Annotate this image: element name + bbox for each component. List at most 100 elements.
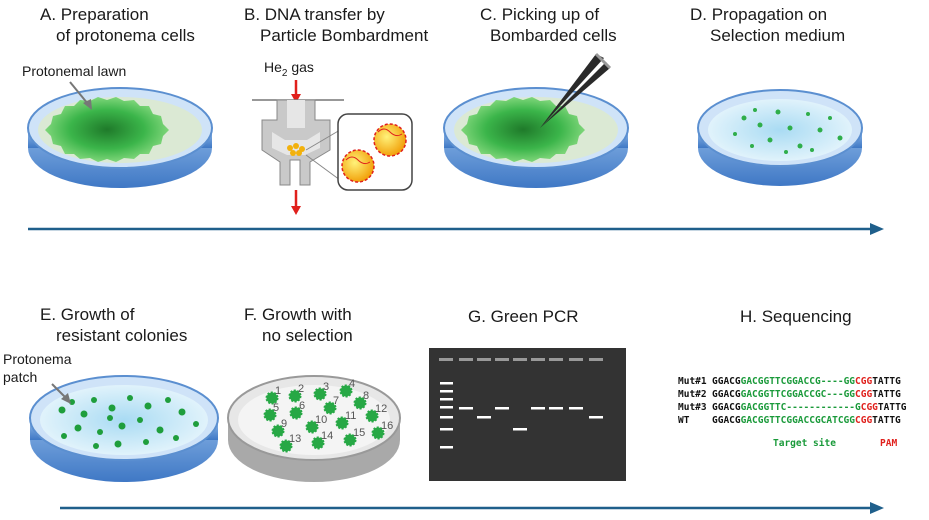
ladder-band <box>440 382 453 385</box>
ladder-band <box>440 390 453 393</box>
bombarded-lawn <box>461 97 585 162</box>
gel-well <box>513 358 527 361</box>
sequence-alignment: Mut#1 GGACGGACGGTTCGGACCG----GGCGGTATTG Mu… <box>678 376 907 426</box>
sequence-text: GGACGGACGGTTCGGACCGCATCGGCGGTATTG <box>712 415 901 426</box>
colony-number-8: 8 <box>363 390 369 402</box>
sequence-text: GGACGGACGGTTCGGACCG----GGCGGTATTG <box>712 376 901 387</box>
colony-5 <box>263 408 277 422</box>
colony-number-6: 6 <box>299 400 305 412</box>
gel-well <box>439 358 453 361</box>
step-g-title: G. Green PCR <box>468 307 579 326</box>
colony-number-16: 16 <box>381 420 393 432</box>
pointer-arrow-lawn <box>69 81 92 110</box>
gel-well <box>477 358 491 361</box>
colony-number-10: 10 <box>315 414 327 426</box>
colony-9 <box>271 424 285 438</box>
step-b-title-line2: Particle Bombardment <box>260 26 428 45</box>
colony-6 <box>289 406 303 420</box>
ladder-band <box>440 416 453 419</box>
colony-number-1: 1 <box>275 385 281 397</box>
pcr-band <box>459 407 473 410</box>
step-f-title-line2: no selection <box>262 326 353 345</box>
step-a-title-line2: of protonema cells <box>56 26 195 45</box>
timeline-arrow-bottom <box>60 502 884 514</box>
gold-particles <box>287 143 305 156</box>
colony-3 <box>313 387 327 401</box>
petri-dish-c <box>443 87 629 188</box>
step-d-title-line2: Selection medium <box>710 26 845 45</box>
pcr-band <box>495 407 509 410</box>
step-e-title-line1: E. Growth of <box>40 305 135 324</box>
colony-number-3: 3 <box>323 381 329 393</box>
ladder-band <box>440 428 453 431</box>
pam-label: PAM <box>880 438 897 449</box>
gel-well <box>459 358 473 361</box>
colony-16 <box>371 426 385 440</box>
colony-1 <box>265 391 279 405</box>
colony-15 <box>343 433 357 447</box>
ladder-band <box>440 446 453 449</box>
colony-11 <box>335 416 349 430</box>
timeline-arrow-top <box>28 223 884 235</box>
ladder-band <box>440 406 453 409</box>
colony-number-11: 11 <box>345 410 356 422</box>
colony-number-2: 2 <box>298 383 304 395</box>
gas-label: He2 gas <box>264 59 314 79</box>
cell-dots-d <box>733 108 843 154</box>
ladder-band <box>440 398 453 401</box>
colony-number-7: 7 <box>333 395 339 407</box>
colony-14 <box>311 436 325 450</box>
protonemal-lawn <box>45 97 169 162</box>
protonema-patch-label-line1: Protonema <box>3 351 72 367</box>
pcr-band <box>569 407 583 410</box>
colony-number-9: 9 <box>281 418 287 430</box>
pcr-band <box>549 407 563 410</box>
pcr-band <box>513 428 527 431</box>
colony-number-4: 4 <box>349 378 355 390</box>
forceps-icon <box>540 52 612 128</box>
step-f-title-line1: F. Growth with <box>244 305 352 324</box>
step-c-title-line2: Bombarded cells <box>490 26 617 45</box>
step-a-title-line1: A. Preparation <box>40 5 149 24</box>
colony-number-12: 12 <box>375 403 387 415</box>
colony-number-15: 15 <box>353 427 365 439</box>
gel-well <box>531 358 545 361</box>
pointer-arrow-patch <box>51 383 71 404</box>
gel-well <box>495 358 509 361</box>
colony-number-5: 5 <box>273 402 279 414</box>
resistant-colonies <box>58 395 199 449</box>
gel-well <box>589 358 603 361</box>
colony-7 <box>323 401 337 415</box>
colony-8 <box>353 396 367 410</box>
protonema-patch-label-line2: patch <box>3 369 37 385</box>
colony-12 <box>365 409 379 423</box>
colony-number-13: 13 <box>289 433 301 445</box>
pcr-band <box>531 407 545 410</box>
colony-number-14: 14 <box>321 430 333 442</box>
sequence-label: Mut#1 <box>678 376 707 387</box>
step-c-title-line1: C. Picking up of <box>480 5 599 24</box>
petri-dish-a <box>27 87 213 188</box>
sequence-label: Mut#2 <box>678 389 707 400</box>
colony-4 <box>339 384 353 398</box>
petri-dish-d <box>697 89 863 186</box>
pcr-gel <box>429 348 626 481</box>
step-d-title-line1: D. Propagation on <box>690 5 827 24</box>
gene-gun-apparatus: He2 gas <box>252 59 344 215</box>
colony-10 <box>305 420 319 434</box>
target-site-label: Target site <box>773 438 836 449</box>
pcr-band <box>589 416 603 419</box>
sequence-text: GGACGGACGGTTC------------GCGGTATTG <box>712 402 907 413</box>
step-e-title-line2: resistant colonies <box>56 326 187 345</box>
dna-coated-particles-inset <box>337 113 413 191</box>
protonemal-lawn-label: Protonemal lawn <box>22 63 126 79</box>
step-b-title-line1: B. DNA transfer by <box>244 5 385 24</box>
gel-well <box>549 358 563 361</box>
sequence-label: WT <box>678 415 690 426</box>
gel-well <box>569 358 583 361</box>
colony-13 <box>279 439 293 453</box>
colony-2 <box>288 389 302 403</box>
step-h-title: H. Sequencing <box>740 307 852 326</box>
